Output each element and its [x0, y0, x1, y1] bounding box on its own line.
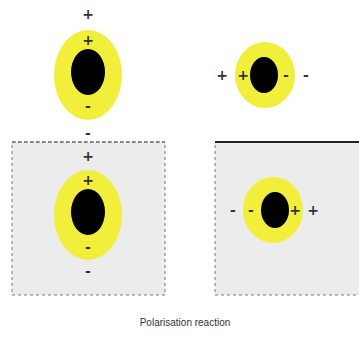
nucleus: [250, 57, 278, 93]
nucleus: [71, 49, 105, 95]
electron-cloud: [54, 170, 122, 260]
panel-top-edge: [12, 141, 165, 142]
charge-sign: -: [303, 68, 309, 82]
electron-cloud: [54, 30, 122, 120]
charge-sign: +: [82, 33, 94, 47]
nucleus: [71, 189, 105, 235]
panel-top-edge: [215, 141, 359, 143]
charge-sign: +: [307, 203, 319, 217]
charge-sign: +: [289, 203, 301, 217]
charge-sign: -: [85, 126, 91, 140]
dashed-panel: [215, 142, 359, 295]
charge-sign: -: [85, 264, 91, 278]
dashed-panel: [12, 142, 165, 295]
charge-sign: +: [82, 7, 94, 21]
charge-sign: -: [85, 99, 91, 113]
nucleus: [261, 192, 289, 228]
charge-sign: -: [85, 240, 91, 254]
charge-sign: +: [216, 68, 228, 82]
charge-sign: +: [82, 173, 94, 187]
electron-cloud: [235, 42, 295, 108]
charge-sign: -: [248, 203, 254, 217]
figure-caption: Polarisation reaction: [140, 317, 231, 328]
charge-sign: +: [237, 68, 249, 82]
charge-sign: -: [283, 68, 289, 82]
charge-sign: +: [82, 149, 94, 163]
electron-cloud: [243, 177, 303, 243]
charge-sign: -: [230, 203, 236, 217]
